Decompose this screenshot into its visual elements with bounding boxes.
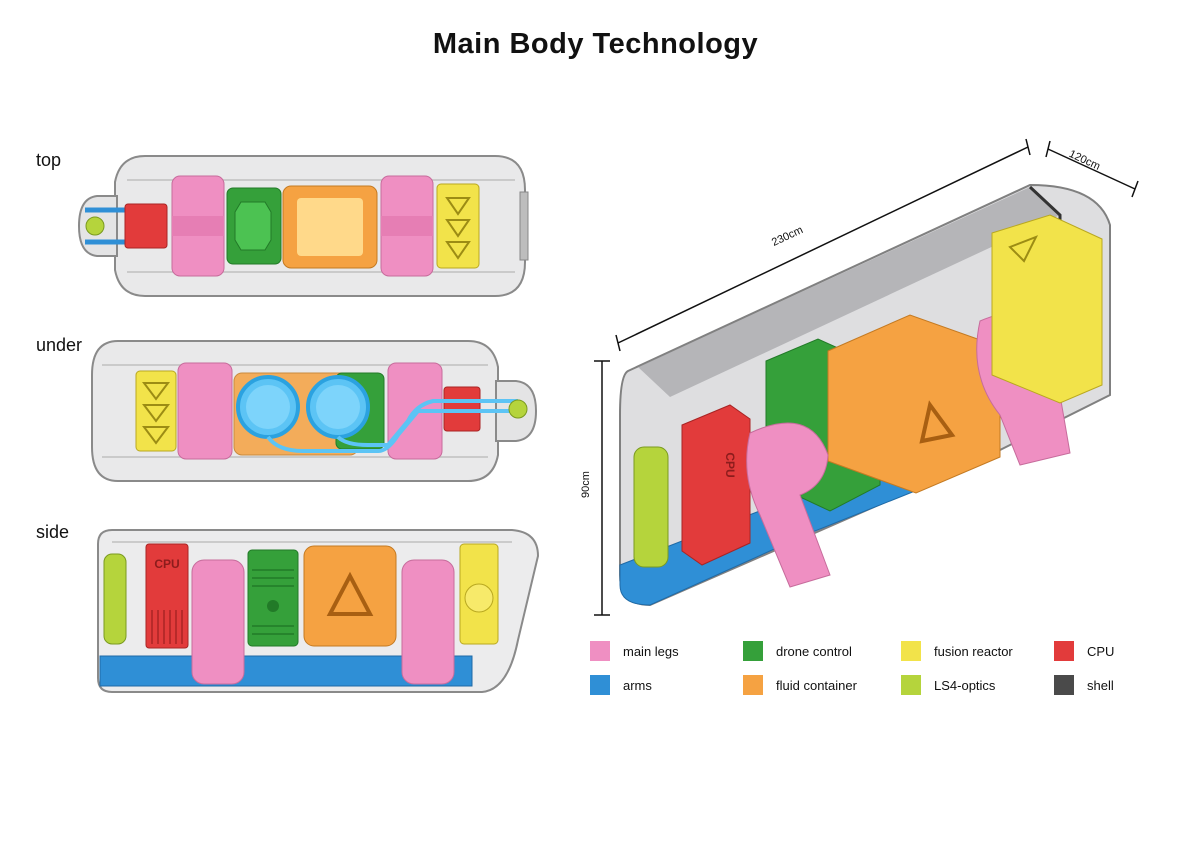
view-label-top: top	[36, 150, 62, 170]
legend-label-arms: arms	[623, 677, 652, 693]
legend-label-cpu: CPU	[1087, 643, 1115, 659]
legend-label-ls4-optics: LS4-optics	[934, 677, 996, 693]
top-view-optics	[85, 216, 105, 236]
iso-fusion-reactor	[991, 214, 1103, 404]
legend-label-main-legs: main legs	[623, 643, 679, 659]
legend-label-shell: shell	[1087, 677, 1114, 693]
dimension-line-length	[617, 146, 1029, 344]
legend-item-arms: arms	[590, 675, 652, 695]
side-view-cpu	[145, 543, 189, 649]
dimension-line-width	[1047, 148, 1136, 190]
legend-item-drone-control: drone control	[743, 641, 852, 661]
legend-swatch-drone-control	[743, 641, 763, 661]
legend-swatch-shell	[1054, 675, 1074, 695]
side-view-fluid-container	[303, 545, 397, 647]
legend-label-drone-control: drone control	[776, 643, 852, 659]
view-label-under: under	[36, 335, 83, 355]
legend-swatch-main-legs	[590, 641, 610, 661]
iso-optics	[633, 446, 669, 568]
iso-cpu	[681, 404, 751, 566]
legend-item-fluid-container: fluid container	[743, 675, 857, 695]
side-view-leg-front	[191, 559, 245, 685]
legend-item-ls4-optics: LS4-optics	[901, 675, 995, 695]
legend-item-cpu: CPU	[1054, 641, 1114, 661]
under-view-leg-front	[177, 362, 233, 460]
iso-fluid-container	[827, 314, 1001, 494]
under-view-illustration	[91, 340, 538, 482]
side-view-cpu-text: CPU	[154, 557, 179, 571]
dimension-height-label: 90cm	[580, 471, 592, 498]
legend-label-fusion-reactor: fusion reactor	[934, 643, 1013, 659]
legend-swatch-arms	[590, 675, 610, 695]
legend-swatch-fusion-reactor	[901, 641, 921, 661]
side-view-drone-control	[247, 549, 299, 647]
page-title: Main Body Technology	[432, 28, 759, 60]
legend-label-fluid-container: fluid container	[776, 677, 857, 693]
side-view-leg-rear	[401, 559, 455, 685]
top-view-cpu	[124, 203, 168, 249]
isometric-view-illustration: CPU	[594, 138, 1139, 616]
legend-item-shell: shell	[1054, 675, 1114, 695]
iso-leg-front	[746, 422, 831, 588]
legend-swatch-cpu	[1054, 641, 1074, 661]
side-view-illustration: CPU	[97, 529, 540, 693]
top-view-fusion-reactor	[436, 183, 480, 269]
view-label-side: side	[36, 522, 70, 542]
legend-item-fusion-reactor: fusion reactor	[901, 641, 1013, 661]
legend-swatch-ls4-optics	[901, 675, 921, 695]
side-view-optics	[103, 553, 127, 645]
iso-cpu-text: CPU	[723, 452, 737, 477]
under-view-pipes	[266, 399, 518, 453]
top-view-illustration	[77, 155, 529, 297]
under-view-optics	[508, 399, 528, 419]
legend-item-main-legs: main legs	[590, 641, 679, 661]
legend-swatch-fluid-container	[743, 675, 763, 695]
